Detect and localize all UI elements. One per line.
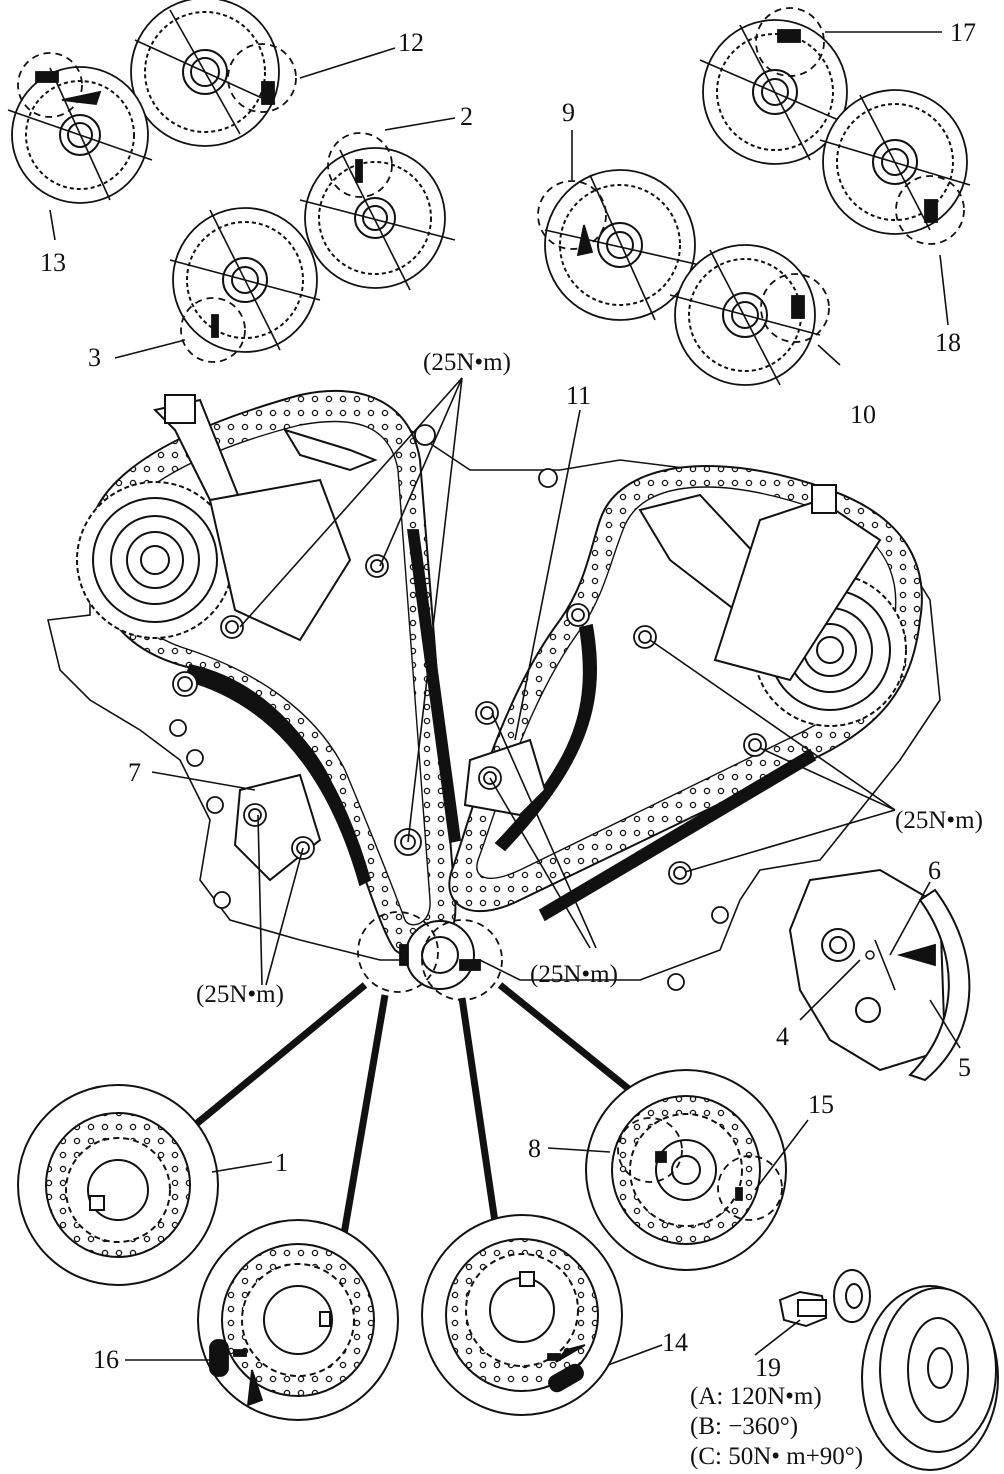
spec-c: (C: 50N• m+90°) <box>690 1443 864 1470</box>
torque-upper: (25N•m) <box>423 349 511 376</box>
label-11: 11 <box>566 381 592 410</box>
spec-b: (B: −360°) <box>690 1413 799 1440</box>
label-10: 10 <box>850 400 876 429</box>
detail-mid-right-sprockets <box>537 169 830 386</box>
zoom-circle-16 <box>197 1219 399 1421</box>
crank-pulley-assembly <box>778 1269 999 1471</box>
detail-tensioner-pin <box>788 868 971 1082</box>
label-12: 12 <box>398 28 424 57</box>
label-18: 18 <box>935 328 961 357</box>
label-16: 16 <box>93 1345 119 1374</box>
label-14: 14 <box>662 1328 688 1357</box>
label-17: 17 <box>950 18 976 47</box>
label-4: 4 <box>776 1022 789 1051</box>
engine-front-assembly <box>47 390 941 1001</box>
zoom-lines <box>192 982 633 1241</box>
label-2: 2 <box>460 102 473 131</box>
label-3: 3 <box>88 343 101 372</box>
torque-left: (25N•m) <box>196 981 284 1008</box>
label-15: 15 <box>808 1090 834 1119</box>
label-8: 8 <box>528 1134 541 1163</box>
torque-right: (25N•m) <box>895 807 983 834</box>
label-13: 13 <box>40 248 66 277</box>
leader-lines <box>49 31 961 1366</box>
detail-mid-left-sprockets <box>169 132 456 363</box>
label-5: 5 <box>958 1053 971 1082</box>
zoom-circle-14 <box>421 1214 623 1416</box>
label-9: 9 <box>562 98 575 127</box>
label-7: 7 <box>128 758 141 787</box>
label-6: 6 <box>928 856 941 885</box>
zoom-circle-8 <box>585 1069 787 1271</box>
zoom-circle-1 <box>17 1084 219 1286</box>
detail-top-left-sprockets <box>7 0 297 204</box>
spec-a: (A: 120N•m) <box>690 1383 822 1410</box>
torque-center: (25N•m) <box>530 961 618 988</box>
detail-top-right-sprockets <box>699 7 971 245</box>
label-19: 19 <box>755 1353 781 1382</box>
label-1: 1 <box>275 1148 288 1177</box>
